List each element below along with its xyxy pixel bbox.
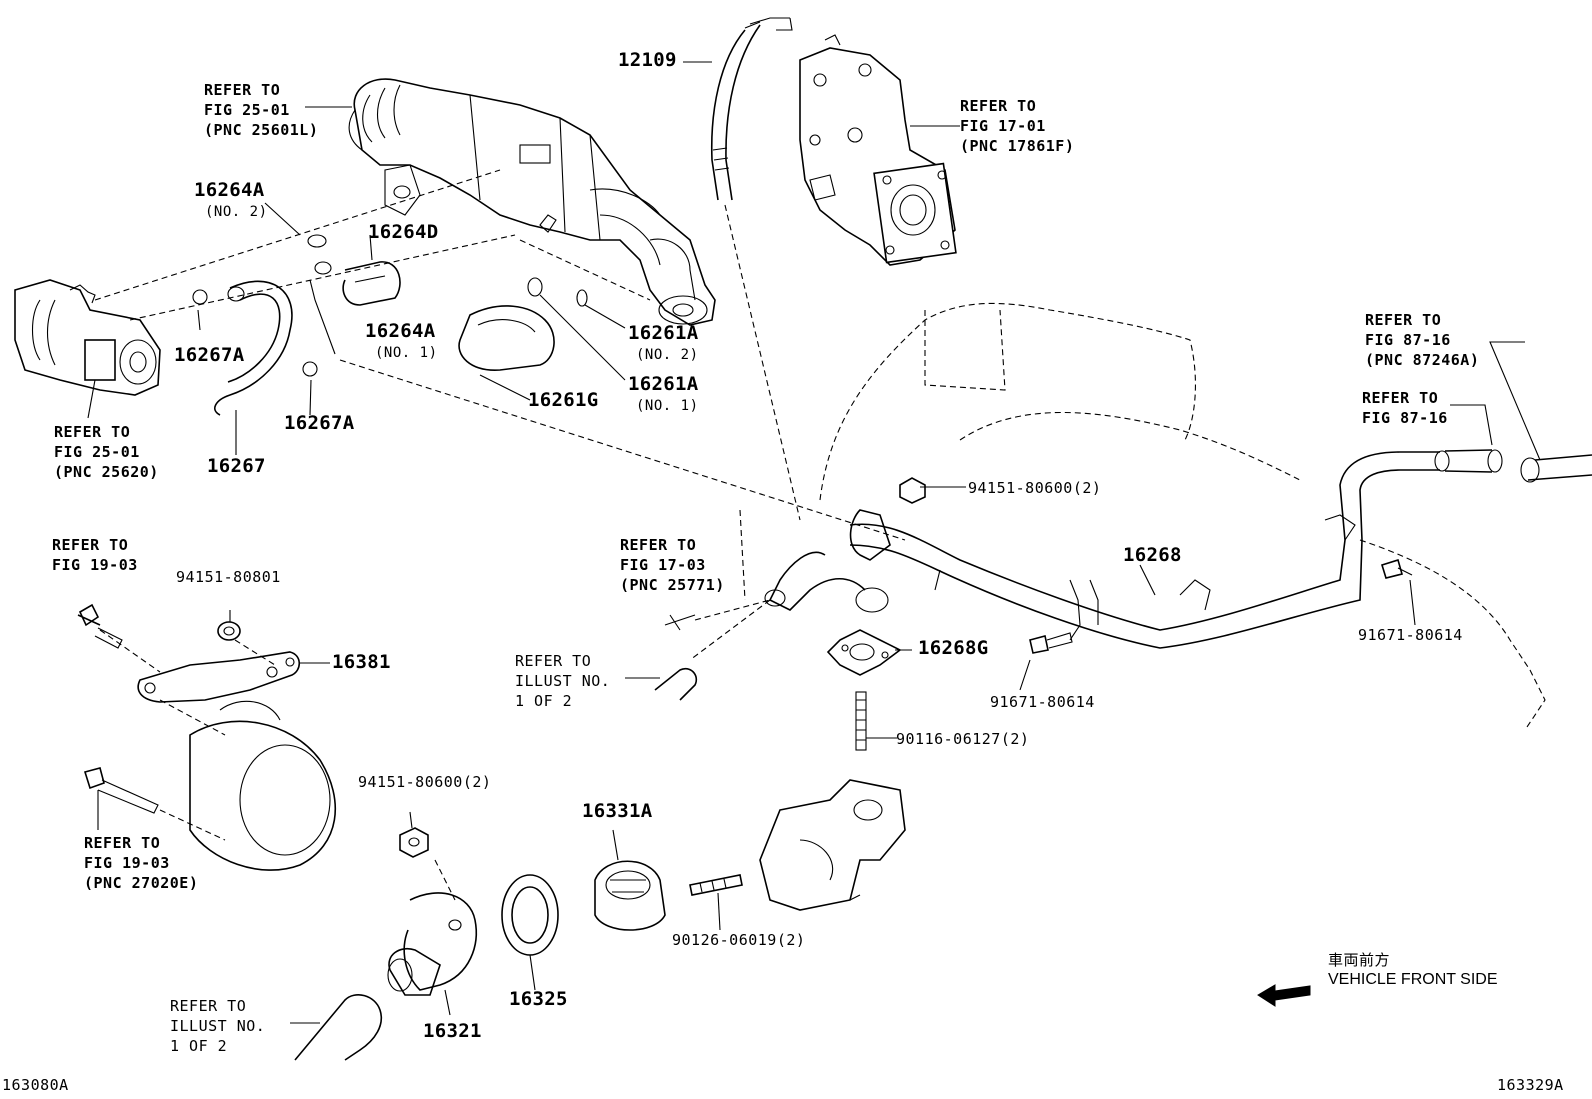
ref-line: FIG 25-01 bbox=[204, 101, 290, 119]
ref-line: FIG 87-16 bbox=[1362, 409, 1448, 427]
ref-fig-19-03-27020E: REFER TO FIG 19-03 (PNC 27020E) bbox=[84, 833, 198, 893]
alternator-drawing bbox=[83, 700, 337, 871]
illustration-code-left: 163080A bbox=[2, 1076, 69, 1094]
part-label-16264A-no2[interactable]: 16264A bbox=[194, 179, 265, 201]
ref-line: (PNC 17861F) bbox=[960, 137, 1075, 155]
part-label-16261A-no1[interactable]: 16261A bbox=[628, 373, 699, 395]
bolts-right-drawing bbox=[899, 477, 1413, 654]
ref-line: (PNC 87246A) bbox=[1365, 351, 1480, 369]
ref-line: 1 OF 2 bbox=[515, 692, 573, 710]
ref-line: FIG 17-03 bbox=[620, 556, 706, 574]
bracket-16381-drawing bbox=[77, 603, 301, 703]
ref-line: (PNC 25620) bbox=[54, 463, 159, 481]
part-sublabel-no1: (NO. 1) bbox=[636, 398, 699, 414]
part-sublabel-no1: (NO. 1) bbox=[375, 345, 438, 361]
part-label-91671-80614-center[interactable]: 91671-80614 bbox=[990, 693, 1095, 711]
part-label-12109[interactable]: 12109 bbox=[618, 49, 677, 71]
direction-arrow-icon bbox=[1257, 984, 1311, 1007]
part-label-16331A[interactable]: 16331A bbox=[582, 800, 653, 822]
ref-line: REFER TO bbox=[960, 97, 1037, 115]
ref-line: 1 OF 2 bbox=[170, 1037, 228, 1055]
ref-illust-1-of-2-middle: REFER TO ILLUST NO. 1 OF 2 bbox=[515, 651, 610, 711]
ref-line: FIG 17-01 bbox=[960, 117, 1046, 135]
nut-drawing bbox=[399, 827, 456, 901]
thermostat-16331A-drawing bbox=[594, 860, 743, 931]
part-label-16267A-left[interactable]: 16267A bbox=[174, 344, 245, 366]
part-label-16261A-no2[interactable]: 16261A bbox=[628, 322, 699, 344]
part-label-16264A-no1[interactable]: 16264A bbox=[365, 320, 436, 342]
ref-line: FIG 19-03 bbox=[84, 854, 170, 872]
ref-line: ILLUST NO. bbox=[170, 1017, 266, 1035]
ref-line: REFER TO bbox=[620, 536, 697, 554]
ref-line: FIG 25-01 bbox=[54, 443, 140, 461]
hose-12109-drawing bbox=[710, 17, 801, 521]
part-sublabel-no2: (NO. 2) bbox=[205, 204, 268, 220]
water-outlet-drawing bbox=[759, 779, 906, 911]
engine-outline-drawing bbox=[739, 302, 1546, 731]
part-label-16261G[interactable]: 16261G bbox=[528, 389, 599, 411]
part-label-16268[interactable]: 16268 bbox=[1123, 544, 1182, 566]
direction-label-en: VEHICLE FRONT SIDE bbox=[1328, 971, 1498, 988]
part-label-90116-06127[interactable]: 90116-06127(2) bbox=[896, 730, 1030, 748]
part-label-91671-80614-right[interactable]: 91671-80614 bbox=[1358, 626, 1463, 644]
ref-line: FIG 87-16 bbox=[1365, 331, 1451, 349]
part-label-94151-80600-low[interactable]: 94151-80600(2) bbox=[358, 773, 492, 791]
assembly-lines-top bbox=[94, 169, 906, 541]
ref-line: (PNC 27020E) bbox=[84, 874, 199, 892]
pipe-16268-drawing bbox=[764, 449, 1592, 649]
ref-line: (PNC 25771) bbox=[620, 576, 725, 594]
ref-fig-87-16-87246A: REFER TO FIG 87-16 (PNC 87246A) bbox=[1365, 310, 1479, 370]
gasket-16325-drawing bbox=[501, 874, 559, 956]
leader-lines bbox=[87, 61, 1541, 1024]
part-label-16381[interactable]: 16381 bbox=[332, 651, 391, 673]
ref-line: ILLUST NO. bbox=[515, 672, 611, 690]
ref-illust-1-of-2-bottom: REFER TO ILLUST NO. 1 OF 2 bbox=[170, 996, 265, 1056]
ref-line: REFER TO bbox=[54, 423, 131, 441]
egr-cooler-drawing bbox=[348, 78, 716, 326]
throttle-body-drawing bbox=[14, 279, 161, 396]
part-label-16267[interactable]: 16267 bbox=[207, 455, 266, 477]
part-label-16325[interactable]: 16325 bbox=[509, 988, 568, 1010]
part-label-94151-80600-top[interactable]: 94151-80600(2) bbox=[968, 479, 1102, 497]
small-hoses-drawing bbox=[192, 234, 588, 416]
ref-line: REFER TO bbox=[170, 997, 247, 1015]
ref-fig-25-01-25601L: REFER TO FIG 25-01 (PNC 25601L) bbox=[204, 80, 318, 140]
ref-line: FIG 19-03 bbox=[52, 556, 138, 574]
ref-line: REFER TO bbox=[204, 81, 281, 99]
gasket-16268G-drawing bbox=[826, 629, 902, 751]
ref-line: (PNC 25601L) bbox=[204, 121, 319, 139]
egr-valve-drawing bbox=[799, 34, 957, 266]
illustration-code-right: 163329A bbox=[1497, 1076, 1564, 1094]
hose-stubs-drawing bbox=[294, 599, 771, 1061]
ref-line: REFER TO bbox=[515, 652, 592, 670]
inlet-16321-drawing bbox=[387, 892, 477, 996]
part-label-94151-80801[interactable]: 94151-80801 bbox=[176, 568, 281, 586]
part-label-16264D[interactable]: 16264D bbox=[368, 221, 439, 243]
ref-fig-87-16: REFER TO FIG 87-16 bbox=[1362, 388, 1448, 428]
ref-fig-17-03-25771: REFER TO FIG 17-03 (PNC 25771) bbox=[620, 535, 725, 595]
assembly-lines-left bbox=[99, 629, 276, 841]
part-label-90126-06019[interactable]: 90126-06019(2) bbox=[672, 931, 806, 949]
part-label-16267A-right[interactable]: 16267A bbox=[284, 412, 355, 434]
part-label-16321[interactable]: 16321 bbox=[423, 1020, 482, 1042]
ref-fig-19-03: REFER TO FIG 19-03 bbox=[52, 535, 138, 575]
ref-fig-25-01-25620: REFER TO FIG 25-01 (PNC 25620) bbox=[54, 422, 159, 482]
part-label-16268G[interactable]: 16268G bbox=[918, 637, 989, 659]
direction-label-jp: 車両前方 bbox=[1328, 951, 1391, 969]
ref-line: REFER TO bbox=[84, 834, 161, 852]
ref-line: REFER TO bbox=[52, 536, 129, 554]
ref-line: REFER TO bbox=[1365, 311, 1442, 329]
ref-fig-17-01-17861F: REFER TO FIG 17-01 (PNC 17861F) bbox=[960, 96, 1074, 156]
ref-line: REFER TO bbox=[1362, 389, 1439, 407]
part-sublabel-no2: (NO. 2) bbox=[636, 347, 699, 363]
